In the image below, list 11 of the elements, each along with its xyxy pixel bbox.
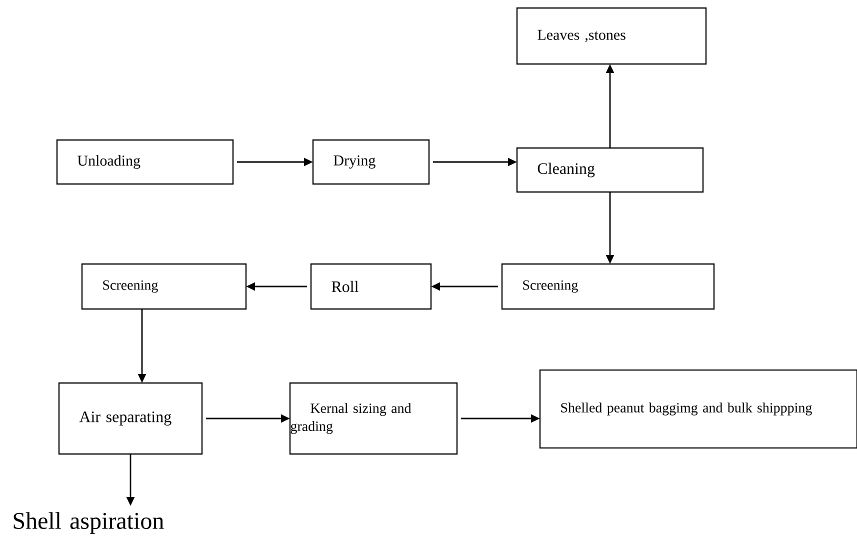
process-box: Unloading (56, 139, 234, 185)
process-box: Cleaning (516, 147, 704, 193)
process-box: Leaves ,stones (516, 7, 707, 65)
process-box: Screening (501, 263, 715, 310)
process-box: Shelled peanut baggimg and bulk shippping (539, 369, 857, 449)
output-label: Shell aspiration (14, 512, 164, 534)
process-box: Air separating (58, 382, 203, 455)
process-box: Roll (310, 263, 432, 310)
process-box: Drying (312, 139, 430, 185)
process-box: Kernal sizing and grading (289, 382, 458, 455)
process-box: Screening (81, 263, 247, 310)
